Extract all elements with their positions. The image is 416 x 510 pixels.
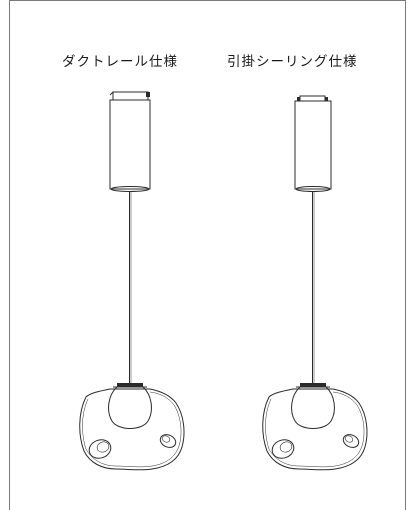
duct-rail-spec-label: ダクトレール仕様 — [62, 54, 178, 70]
drawing-frame — [9, 0, 406, 510]
ceiling-hook-pendant — [262, 95, 368, 471]
duct-rail-pendant — [79, 91, 185, 471]
ceiling-hook-spec-label: 引掛シーリング仕様 — [227, 54, 358, 70]
